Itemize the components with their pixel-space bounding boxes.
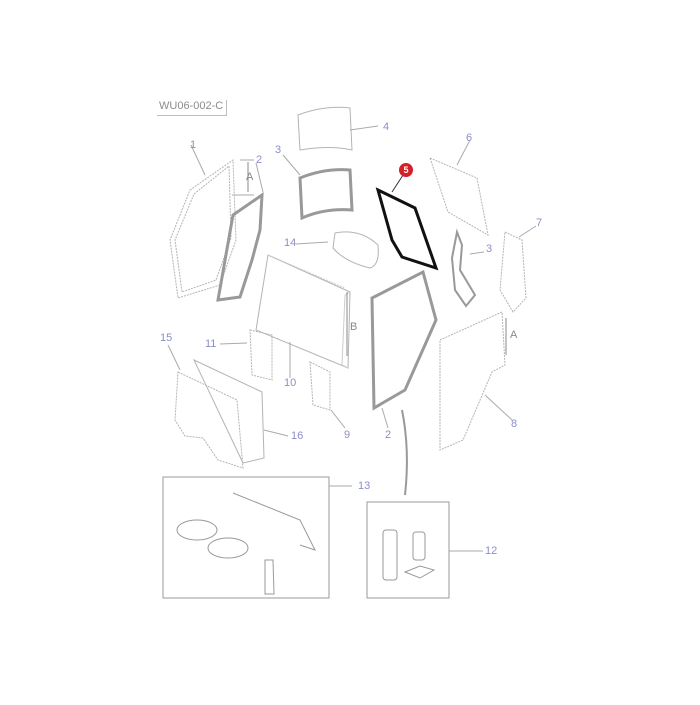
callout-7[interactable]: 7	[536, 217, 543, 229]
callout-3[interactable]: 3	[486, 243, 493, 255]
callout-10[interactable]: 10	[284, 377, 297, 389]
part-1-left-door-glass[interactable]	[169, 159, 237, 299]
part-13-tool-kit-box[interactable]	[162, 476, 330, 599]
part-3-seal-top[interactable]	[298, 168, 354, 221]
part-5-quarter-glass-highlighted[interactable]	[375, 187, 439, 271]
callout-14[interactable]: 14	[284, 237, 297, 249]
highlighted-callout-5[interactable]: 5	[399, 163, 413, 177]
callout-1[interactable]: 1	[190, 139, 197, 151]
dimension-a-left	[232, 159, 254, 196]
part-12-adhesive-kit-box[interactable]	[366, 501, 450, 599]
callout-15[interactable]: 15	[160, 332, 173, 344]
part-7-corner-glass[interactable]	[499, 231, 527, 313]
callout-2[interactable]: 2	[385, 429, 392, 441]
callout-3[interactable]: 3	[275, 144, 282, 156]
reference-code: WU06-002-C	[157, 100, 228, 116]
part-6-rear-side-glass[interactable]	[429, 157, 489, 236]
dimension-label-a: A	[510, 329, 518, 341]
part-3-seal-right[interactable]	[450, 228, 477, 308]
part-4-roof-glass[interactable]	[297, 106, 379, 151]
part-10-rear-window[interactable]	[255, 254, 351, 369]
callout-6[interactable]: 6	[466, 132, 473, 144]
callout-8[interactable]: 8	[511, 418, 518, 430]
callout-11[interactable]: 11	[205, 338, 217, 350]
arrow-indicator	[401, 409, 408, 496]
callout-16[interactable]: 16	[291, 430, 304, 442]
dimension-label-b: B	[350, 321, 358, 333]
callout-13[interactable]: 13	[358, 480, 371, 492]
callout-4[interactable]: 4	[383, 121, 390, 133]
dimension-label-a: A	[246, 171, 254, 183]
part-15-front-windscreen[interactable]	[174, 371, 244, 469]
part-11-lower-glass[interactable]	[249, 329, 273, 381]
callout-12[interactable]: 12	[485, 545, 498, 557]
callout-9[interactable]: 9	[344, 429, 351, 441]
part-2-seal-left[interactable]	[216, 192, 264, 302]
callout-2[interactable]: 2	[256, 154, 263, 166]
part-14-small-glass[interactable]	[332, 231, 379, 269]
part-8-right-door-glass[interactable]	[439, 311, 506, 451]
part-2-seal-right[interactable]	[370, 269, 438, 411]
part-16-windscreen-glass[interactable]	[192, 358, 265, 464]
